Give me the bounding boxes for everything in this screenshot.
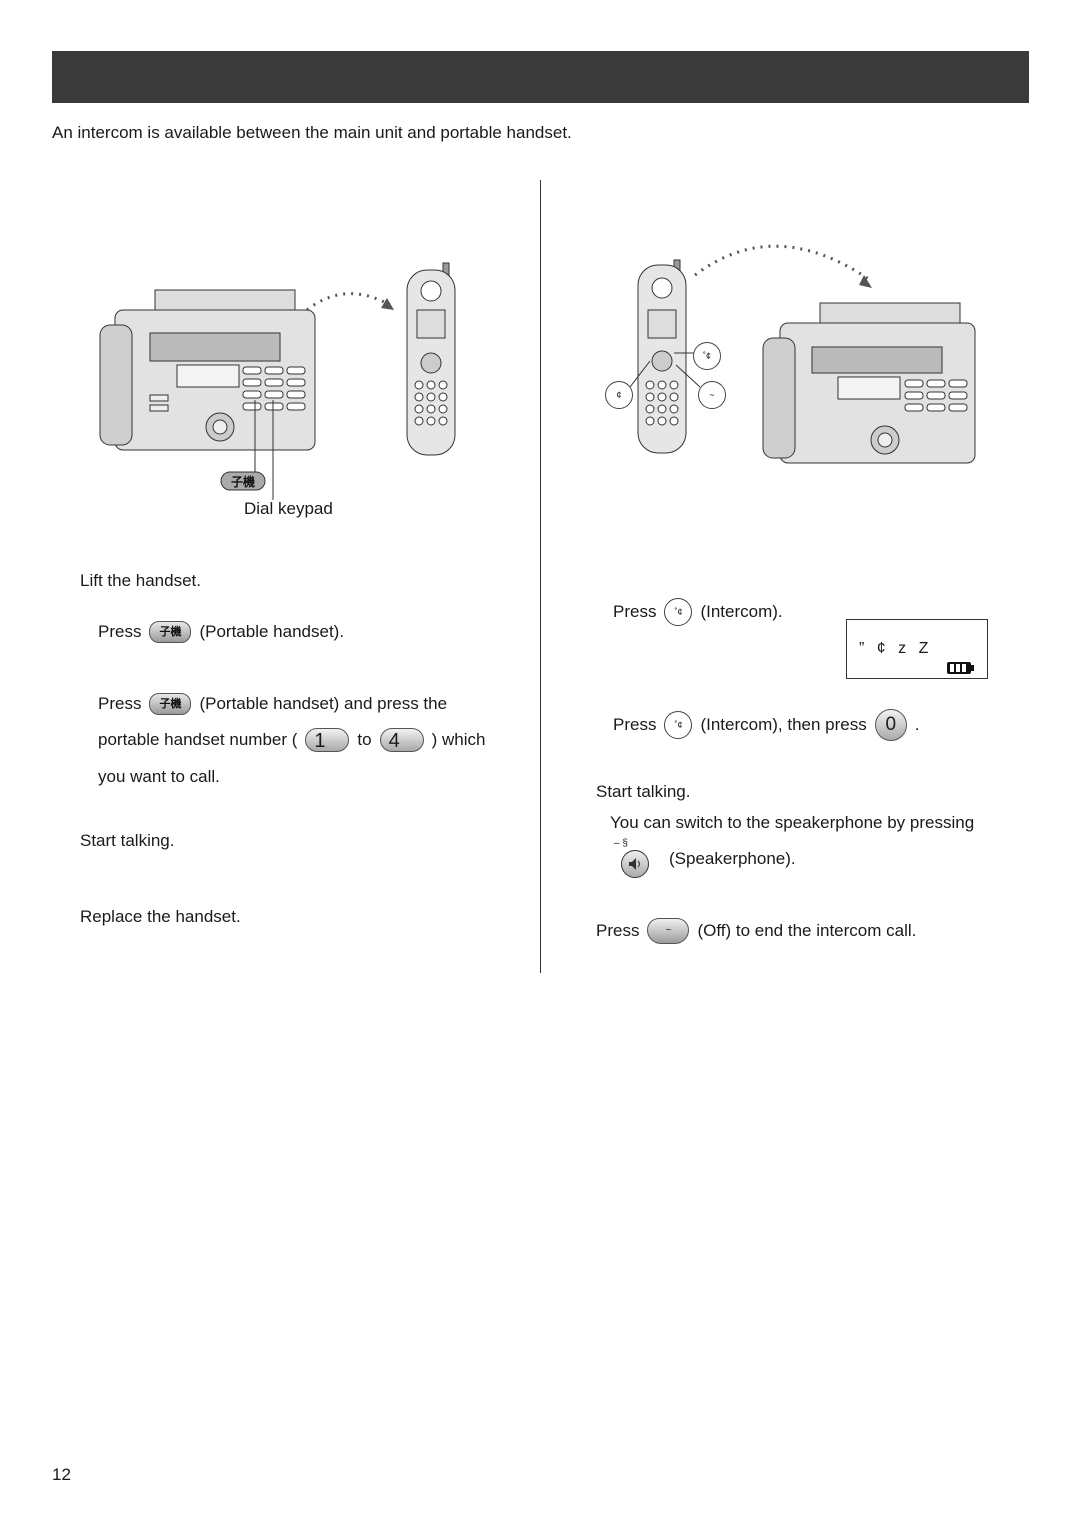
portable-handset-illustration bbox=[406, 262, 456, 456]
step-text: portable handset number ( bbox=[98, 730, 298, 749]
period: . bbox=[914, 715, 920, 734]
speaker-key-glyph: – § bbox=[614, 838, 628, 849]
portable-handset-key-icon: 子機 bbox=[149, 693, 192, 715]
main-unit-illustration bbox=[762, 302, 976, 464]
step-start-talking: Start talking. bbox=[80, 831, 175, 850]
step-text: (Intercom). bbox=[700, 602, 783, 621]
handset-display: ” ¢ z Z bbox=[846, 619, 988, 679]
to-word: to bbox=[357, 730, 372, 749]
step-press-portable-number: Press 子機 (Portable handset) and press th… bbox=[98, 693, 447, 715]
page-number: 12 bbox=[52, 1465, 71, 1484]
portable-key-callout-glyph: 子機 bbox=[230, 475, 255, 489]
speakerphone-label: (Speakerphone). bbox=[669, 849, 796, 868]
key-1-icon: 1 bbox=[305, 728, 350, 752]
step-lift-handset: Lift the handset. bbox=[80, 571, 201, 590]
step-start-talking: Start talking. bbox=[596, 782, 691, 801]
talk-key-callout: ¢ bbox=[605, 381, 633, 409]
section-header-bar bbox=[52, 51, 1029, 103]
press-word: Press bbox=[98, 694, 142, 713]
intercom-key-callout: ˚¢ bbox=[693, 342, 721, 370]
press-word: Press bbox=[613, 715, 657, 734]
step-press-intercom-zero: Press ˚¢ (Intercom), then press 0 . bbox=[613, 709, 919, 741]
off-key-icon: ~ bbox=[647, 918, 690, 944]
battery-icon bbox=[947, 662, 974, 674]
column-divider bbox=[540, 180, 541, 973]
press-word: Press bbox=[596, 921, 640, 940]
step-text: (Off) to end the intercom call. bbox=[697, 921, 917, 940]
portable-handset-key-icon: 子機 bbox=[149, 621, 192, 643]
step-replace-handset: Replace the handset. bbox=[80, 907, 241, 926]
step-text: (Portable handset). bbox=[199, 622, 345, 641]
speaker-icon bbox=[629, 858, 640, 870]
step-text: ) which bbox=[431, 730, 486, 749]
figure-handset-to-main-unit bbox=[629, 244, 976, 464]
intercom-key-icon: ˚¢ bbox=[664, 711, 693, 739]
speakerphone-note: You can switch to the speakerphone by pr… bbox=[610, 813, 975, 832]
step-handset-number-range: portable handset number ( 1 to 4 ) which bbox=[98, 728, 485, 752]
step-text-continued: you want to call. bbox=[98, 767, 220, 786]
key-0-icon: 0 bbox=[874, 709, 907, 741]
main-unit-illustration bbox=[99, 289, 316, 451]
figure-main-unit-to-handset bbox=[99, 262, 456, 500]
step-text: (Portable handset) and press the bbox=[199, 694, 448, 713]
intercom-key-icon: ˚¢ bbox=[664, 598, 693, 626]
press-word: Press bbox=[613, 602, 657, 621]
intro-text: An intercom is available between the mai… bbox=[52, 123, 572, 142]
portable-handset-illustration bbox=[629, 259, 701, 454]
display-text: ” ¢ z Z bbox=[859, 640, 933, 657]
portable-handset-key-callout bbox=[220, 471, 266, 491]
key-4-icon: 4 bbox=[379, 728, 424, 752]
off-key-callout: ~ bbox=[698, 381, 726, 409]
step-press-intercom: Press ˚¢ (Intercom). bbox=[613, 598, 783, 626]
step-text: (Intercom), then press bbox=[700, 715, 867, 734]
step-press-off: Press ~ (Off) to end the intercom call. bbox=[596, 918, 916, 944]
dial-keypad-label: Dial keypad bbox=[244, 499, 333, 518]
step-press-portable: Press 子機 (Portable handset). bbox=[98, 621, 344, 643]
press-word: Press bbox=[98, 622, 142, 641]
speakerphone-key-icon bbox=[621, 850, 649, 878]
